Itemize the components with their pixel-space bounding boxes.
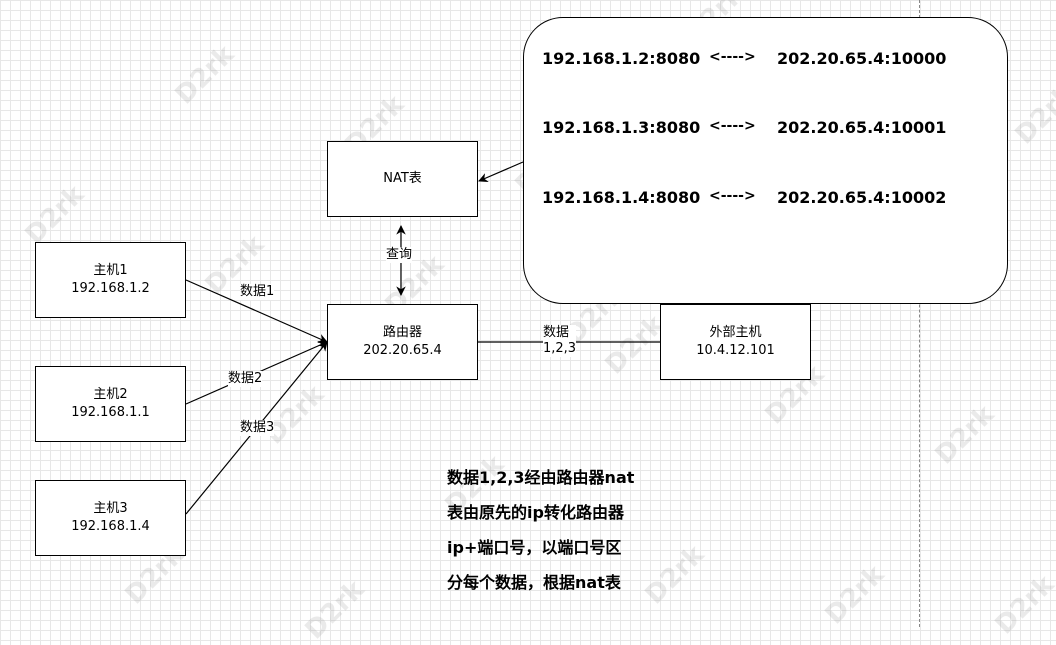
host1-ip: 192.168.1.2: [71, 281, 150, 296]
external-host-name: 外部主机: [709, 325, 762, 340]
nat-mapping-box[interactable]: 192.168.1.2:8080 <----> 202.20.65.4:1000…: [523, 17, 1008, 304]
note-line: 表由原先的ip转化路由器: [447, 503, 624, 522]
host1-node[interactable]: 主机1 192.168.1.2: [35, 242, 186, 318]
edge-label-data-out-line2: 1,2,3: [543, 341, 577, 357]
note-line: ip+端口号，以端口号区: [447, 538, 622, 557]
host2-node[interactable]: 主机2 192.168.1.1: [35, 366, 186, 442]
edge-layer: [185, 161, 671, 515]
explanation-note: 数据1,2,3经由路由器nat 表由原先的ip转化路由器 ip+端口号，以端口号…: [447, 460, 677, 600]
mapping-internal: 192.168.1.3:8080: [542, 118, 701, 137]
host3-ip: 192.168.1.4: [71, 519, 150, 534]
edge-label-data2: 数据2: [228, 371, 263, 387]
mapping-arrow: <---->: [709, 118, 756, 134]
mapping-arrow: <---->: [709, 49, 756, 65]
external-host-node[interactable]: 外部主机 10.4.12.101: [660, 304, 811, 380]
edge-label-data3: 数据3: [240, 420, 275, 436]
edge-label-data-out-line1: 数据: [543, 325, 577, 341]
host3-node[interactable]: 主机3 192.168.1.4: [35, 480, 186, 556]
nat-table-label: NAT表: [383, 171, 422, 186]
host2-ip: 192.168.1.1: [71, 405, 150, 420]
host3-name: 主机3: [93, 501, 128, 516]
mapping-arrow: <---->: [709, 188, 756, 204]
edge-label-data-out: 数据 1,2,3: [543, 325, 577, 357]
mapping-external: 202.20.65.4:10002: [777, 188, 947, 207]
edge-label-query: 查询: [386, 247, 413, 263]
host2-name: 主机2: [93, 387, 128, 402]
router-ip: 202.20.65.4: [363, 343, 442, 358]
nat-table-node[interactable]: NAT表: [327, 141, 478, 217]
note-line: 数据1,2,3经由路由器nat: [447, 468, 635, 487]
host1-name: 主机1: [93, 263, 128, 278]
mapping-internal: 192.168.1.4:8080: [542, 188, 701, 207]
edge-host1-router: [185, 279, 328, 343]
note-line: 分每个数据，根据nat表: [447, 573, 621, 592]
external-host-ip: 10.4.12.101: [696, 343, 775, 358]
router-node[interactable]: 路由器 202.20.65.4: [327, 304, 478, 380]
mapping-external: 202.20.65.4:10001: [777, 118, 947, 137]
page-divider-line: [919, 0, 920, 627]
edge-label-data1: 数据1: [240, 284, 275, 300]
edge-mapping-nat: [478, 161, 524, 182]
mapping-external: 202.20.65.4:10000: [777, 49, 947, 68]
router-name: 路由器: [382, 325, 422, 340]
mapping-internal: 192.168.1.2:8080: [542, 49, 701, 68]
